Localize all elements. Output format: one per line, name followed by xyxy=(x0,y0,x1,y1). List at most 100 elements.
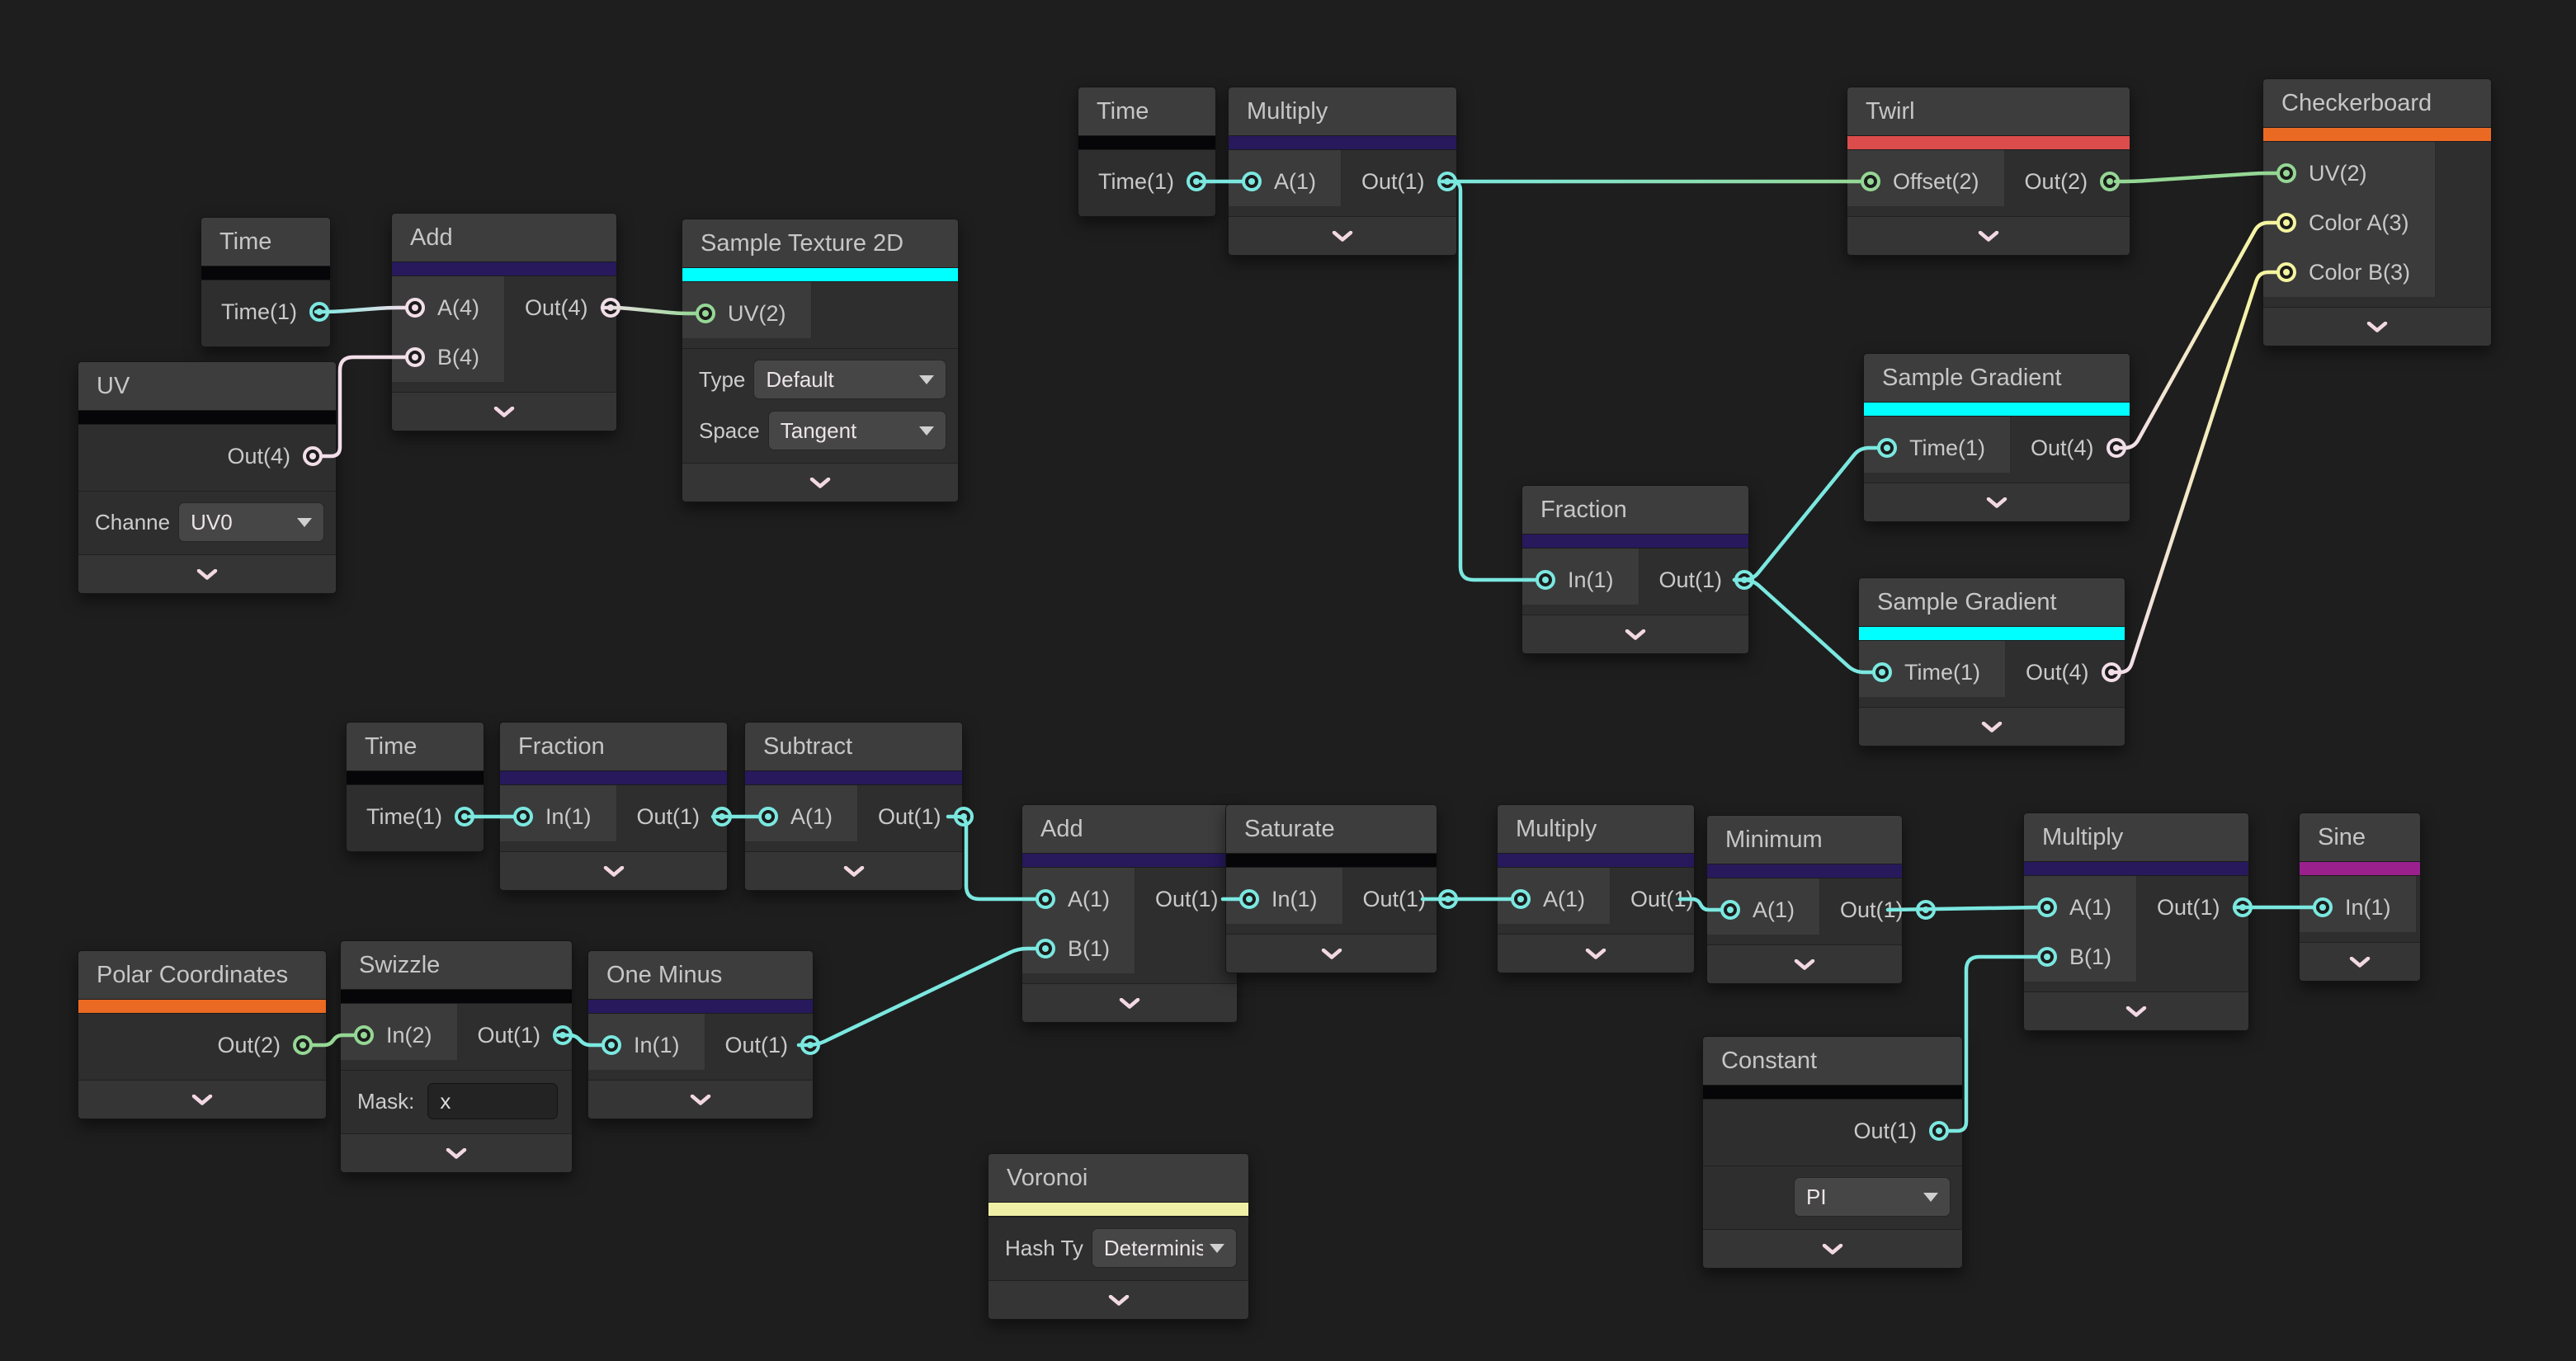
collapse-strip[interactable] xyxy=(682,463,958,502)
port-stex-uv[interactable] xyxy=(696,304,715,323)
port-add1-a[interactable] xyxy=(405,298,425,318)
collapse-strip[interactable] xyxy=(1847,216,2130,255)
port-mul2-a[interactable] xyxy=(1511,889,1531,909)
port-add1-out[interactable] xyxy=(600,298,620,318)
dropdown-hash-ty[interactable]: Deterministi xyxy=(1091,1228,1237,1268)
collapse-strip[interactable] xyxy=(1864,483,2130,521)
port-minimum-out[interactable] xyxy=(1915,900,1936,920)
port-time2-time[interactable] xyxy=(1187,172,1206,191)
collapse-strip[interactable] xyxy=(588,1080,813,1118)
dropdown-constant[interactable]: PI xyxy=(1794,1177,1951,1217)
port-mul3-a[interactable] xyxy=(2037,897,2057,917)
port-swizzle-out[interactable] xyxy=(553,1025,573,1045)
port-subtract-a[interactable] xyxy=(758,807,778,826)
collapse-strip[interactable] xyxy=(1229,216,1456,255)
port-row-a: A(1) xyxy=(1229,157,1341,206)
port-mul3-b[interactable] xyxy=(2037,947,2057,967)
port-add2-a[interactable] xyxy=(1036,889,1055,909)
wire-grad1-out-to-checker-colora[interactable] xyxy=(2113,220,2280,450)
collapse-strip[interactable] xyxy=(78,554,336,593)
dropdown-type[interactable]: Default xyxy=(753,360,946,399)
port-add2-b[interactable] xyxy=(1036,939,1055,958)
port-constant-out[interactable] xyxy=(1929,1121,1949,1141)
collapse-strip[interactable] xyxy=(78,1080,326,1118)
port-mul1-out[interactable] xyxy=(1437,172,1457,191)
port-checker-uv[interactable] xyxy=(2276,163,2296,183)
collapse-strip[interactable] xyxy=(2024,991,2248,1030)
mask-input[interactable]: x xyxy=(427,1083,559,1119)
port-grad1-out[interactable] xyxy=(2106,438,2126,458)
collapse-strip[interactable] xyxy=(392,392,616,431)
port-checker-colora[interactable] xyxy=(2276,213,2296,233)
port-swizzle-in[interactable] xyxy=(354,1025,374,1045)
collapse-strip[interactable] xyxy=(500,851,727,890)
port-mul1-a[interactable] xyxy=(1242,172,1262,191)
port-time1-time[interactable] xyxy=(309,302,329,322)
port-uv1-out[interactable] xyxy=(303,446,323,466)
collapse-strip[interactable] xyxy=(1522,615,1748,653)
port-time3-time[interactable] xyxy=(455,807,474,826)
collapse-strip[interactable] xyxy=(1703,1229,1962,1268)
port-sine-in[interactable] xyxy=(2313,897,2333,917)
collapse-strip[interactable] xyxy=(2300,942,2420,981)
collapse-strip[interactable] xyxy=(988,1280,1248,1319)
collapse-strip[interactable] xyxy=(1022,983,1237,1022)
port-checker-colorb[interactable] xyxy=(2276,262,2296,282)
port-fraction1-out[interactable] xyxy=(712,807,733,826)
port-fraction2-in[interactable] xyxy=(1536,570,1555,590)
collapse-strip[interactable] xyxy=(341,1133,572,1172)
port-twirl-out[interactable] xyxy=(2100,172,2121,191)
port-mul3-out[interactable] xyxy=(2232,897,2253,917)
port-polar-out[interactable] xyxy=(293,1035,313,1055)
port-grad1-time[interactable] xyxy=(1877,438,1897,458)
wire-oneminus-out-to-add2-b[interactable] xyxy=(796,946,1039,1048)
collapse-strip[interactable] xyxy=(1859,707,2125,746)
port-add1-b[interactable] xyxy=(405,347,425,367)
port-saturate-out[interactable] xyxy=(1438,889,1459,909)
dropdown-channe[interactable]: UV0 xyxy=(178,502,324,542)
collapse-strip[interactable] xyxy=(1226,934,1437,972)
dropdown-space[interactable]: Tangent xyxy=(767,411,946,450)
collapse-strip[interactable] xyxy=(2263,307,2491,346)
wire-twirl-out-to-checker-uv[interactable] xyxy=(2113,171,2280,184)
port-oneminus-out[interactable] xyxy=(800,1035,821,1055)
port-grad2-out[interactable] xyxy=(2101,662,2121,682)
port-saturate-in[interactable] xyxy=(1239,889,1259,909)
port-fraction1-in[interactable] xyxy=(513,807,533,826)
collapse-strip[interactable] xyxy=(1707,944,1902,983)
collapse-strip[interactable] xyxy=(745,851,962,890)
collapse-strip[interactable] xyxy=(1498,934,1694,972)
port-grad2-time[interactable] xyxy=(1872,662,1892,682)
port-subtract-out[interactable] xyxy=(953,807,974,826)
port-twirl-offset[interactable] xyxy=(1861,172,1880,191)
port-fraction2-out[interactable] xyxy=(1734,570,1755,590)
port-minimum-a[interactable] xyxy=(1720,900,1740,920)
port-oneminus-in[interactable] xyxy=(602,1035,621,1055)
